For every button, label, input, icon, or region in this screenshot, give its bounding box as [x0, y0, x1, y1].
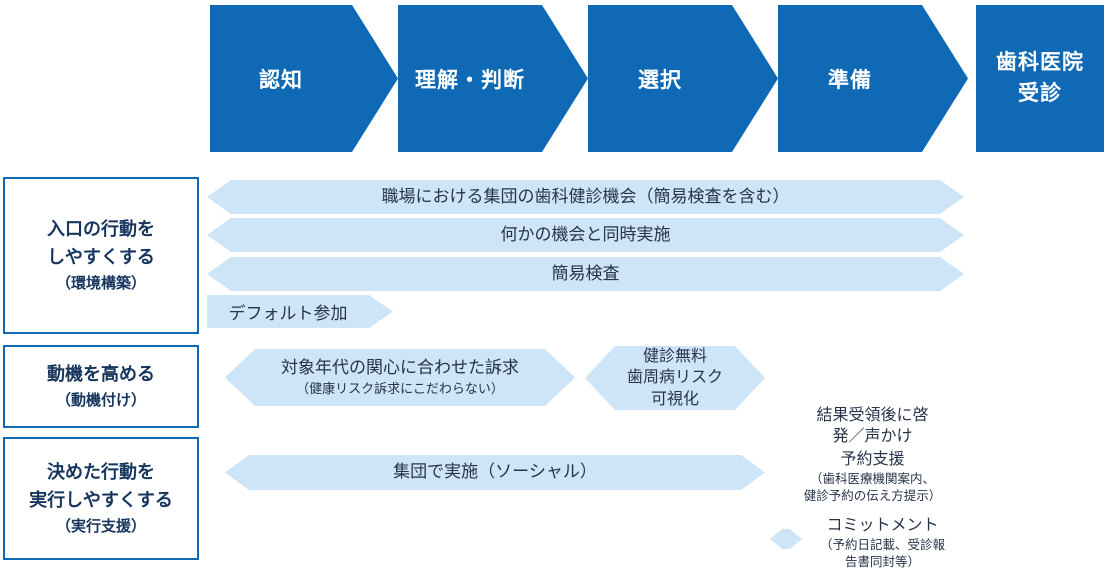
text-line: コミットメント	[826, 517, 939, 534]
text-subline: （歯科医療機関案内、	[809, 471, 935, 486]
arrow-label: 職場における集団の歯科健診機会（簡易検査を含む）	[381, 186, 790, 206]
arrow-workplace-checkup: 職場における集団の歯科健診機会（簡易検査を含む）	[207, 180, 964, 214]
arrow-label: 対象年代の関心に合わせた訴求	[281, 358, 519, 377]
arrow-label: 集団で実施（ソーシャル）	[393, 462, 597, 482]
stage-label-line2: 受診	[1018, 81, 1062, 105]
arrow-sublabel: （健康リスク訴求にこだわらない）	[296, 381, 504, 397]
left-box-line: 実行しやすくする	[29, 489, 173, 510]
arrow-label: 簡易検査	[551, 263, 620, 283]
stage-label-line1: 歯科医院	[996, 51, 1084, 75]
arrow-simultaneous-implementation: 何かの機会と同時実施	[207, 218, 964, 252]
arrow-label: 健診無料	[642, 348, 707, 366]
arrow-age-targeted-appeal: 対象年代の関心に合わせた訴求 （健康リスク訴求にこだわらない）	[225, 349, 575, 406]
left-box-line: 入口の行動を	[47, 218, 155, 239]
left-box-line: 動機を高める	[47, 363, 155, 384]
stage-label: 理解・判断	[415, 68, 525, 92]
stage-chevron-preparation: 準備	[778, 5, 968, 152]
text-line: 結果受領後に啓	[816, 407, 929, 424]
arrow-label: デフォルト参加	[228, 304, 348, 323]
text-line: 発／声かけ	[832, 427, 913, 445]
arrow-label: 歯周病リスク	[626, 369, 723, 387]
stage-label: 準備	[828, 68, 872, 92]
left-box-execution: 決めた行動を 実行しやすくする （実行支援）	[3, 437, 199, 560]
left-box-motivation: 動機を高める （動機付け）	[3, 345, 199, 428]
left-box-line: （動機付け）	[55, 391, 146, 409]
stage-label: 選択	[638, 68, 682, 92]
text-reservation-support: 予約支援 （歯科医療機関案内、 健診予約の伝え方提示）	[775, 450, 970, 505]
text-result-followup: 結果受領後に啓 発／声かけ	[775, 406, 970, 448]
stage-box-dental-visit: 歯科医院 受診	[976, 5, 1104, 152]
left-box-line: 決めた行動を	[47, 461, 155, 482]
text-line: 予約支援	[840, 451, 905, 468]
left-box-line: しやすくする	[47, 246, 155, 267]
arrow-label: 可視化	[650, 390, 699, 408]
stage-chevron-recognition: 認知	[210, 5, 398, 152]
text-commitment: コミットメント （予約日記載、受診報 告書同封等）	[800, 516, 965, 571]
arrow-default-participation: デフォルト参加	[207, 295, 393, 328]
stage-chevron-understanding: 理解・判断	[398, 5, 588, 152]
text-subline: 告書同封等）	[844, 554, 920, 569]
left-box-line: （環境構築）	[55, 274, 146, 292]
stage-chevron-selection: 選択	[588, 5, 778, 152]
text-subline: 健診予約の伝え方提示）	[803, 488, 942, 503]
text-subline: （予約日記載、受診報	[819, 537, 945, 552]
left-box-environment: 入口の行動を しやすくする （環境構築）	[3, 177, 199, 334]
arrow-label: 何かの機会と同時実施	[500, 224, 671, 244]
arrow-simple-test: 簡易検査	[207, 257, 964, 291]
arrow-group-social: 集団で実施（ソーシャル）	[225, 455, 765, 490]
stage-label: 認知	[259, 68, 303, 92]
double-arrow-icon	[770, 529, 802, 549]
arrow-free-checkup-visualization: 健診無料 歯周病リスク 可視化	[585, 346, 765, 410]
left-box-line: （実行支援）	[55, 517, 146, 535]
